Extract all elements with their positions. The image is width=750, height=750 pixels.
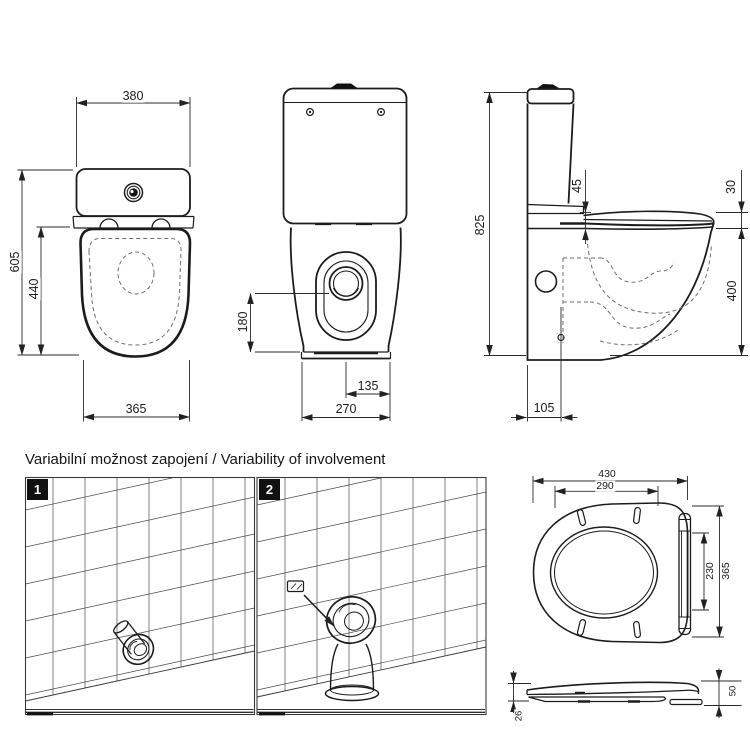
dim-seat-outer-width: 430 — [597, 467, 617, 480]
dim-outlet-wall-distance: 105 — [532, 400, 556, 415]
seat-hinge-bar — [678, 512, 692, 636]
dim-outlet-height: 180 — [235, 310, 250, 334]
cistern-front — [282, 87, 408, 225]
dim-seat-thickness: 30 — [723, 179, 738, 195]
dim-total-depth: 605 — [7, 250, 22, 274]
dim-seat-hinge-span: 230 — [703, 561, 716, 581]
flush-button-top — [330, 83, 358, 89]
dim-total-height: 825 — [472, 213, 487, 237]
dim-seat-front-height: 26 — [513, 709, 525, 723]
dim-outlet-offset: 135 — [356, 378, 380, 393]
seat-top-view-drawing — [532, 476, 724, 644]
dim-base-width: 270 — [334, 401, 358, 416]
wc-top-view-drawing — [17, 97, 195, 422]
wall-marker — [286, 580, 305, 593]
flush-button — [123, 182, 144, 203]
bowl-outline — [79, 227, 192, 358]
variant-1-badge: 1 — [27, 479, 48, 500]
dim-seat-outer-depth: 365 — [719, 561, 732, 581]
wc-front-view-drawing — [247, 83, 408, 421]
dim-bowl-depth: 440 — [26, 277, 41, 301]
variant-panel-1-drawing — [24, 476, 256, 716]
dim-seat-rear-height: 50 — [727, 684, 739, 698]
seat-bumper-slots — [576, 506, 641, 639]
cistern-lid — [536, 84, 561, 90]
seat-side — [583, 210, 715, 231]
tile-grid — [25, 477, 255, 701]
variant-2-badge: 2 — [259, 479, 280, 500]
screw-holes — [306, 107, 386, 116]
dim-cistern-width: 380 — [121, 88, 145, 103]
dim-rim-height: 400 — [724, 279, 739, 303]
section-title: Variabilní možnost zapojení / Variabilit… — [25, 451, 386, 468]
seat-outline — [532, 502, 689, 644]
wall-outlet-pipe — [113, 620, 155, 666]
floor-elbow-pipe — [286, 580, 380, 702]
dim-seat-inner-width: 290 — [595, 479, 615, 492]
wc-side-view-drawing — [484, 84, 748, 422]
tile-grid — [257, 477, 486, 697]
variant-panel-2-drawing — [256, 476, 487, 716]
dim-bowl-width: 365 — [124, 401, 148, 416]
dim-seat-rear-gap: 45 — [569, 178, 584, 194]
seat-side-view-drawing — [508, 668, 742, 718]
